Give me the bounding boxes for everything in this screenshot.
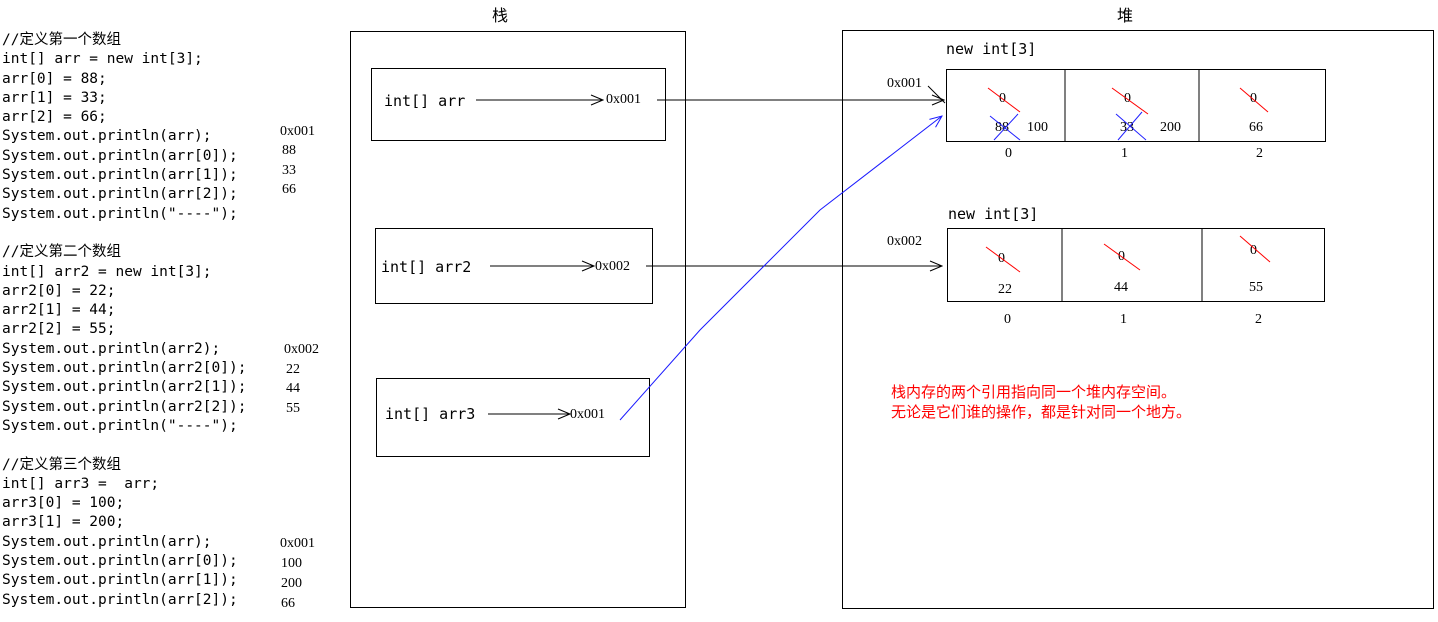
code-line: System.out.println(arr[2]); <box>2 591 238 608</box>
code-line: //定义第二个数组 <box>2 244 121 261</box>
code-line: arr2[0] = 22; <box>2 282 116 299</box>
explanation-line-1: 栈内存的两个引用指向同一个堆内存空间。 <box>891 383 1177 401</box>
output-arr-0: 88 <box>282 143 296 158</box>
code-line: System.out.println(arr[2]); <box>2 186 238 203</box>
output-arr3-2: 66 <box>281 596 295 611</box>
heap-array2 <box>947 228 1325 302</box>
cross-33-b <box>1117 111 1143 141</box>
code-listing: //定义第一个数组 int[] arr = new int[3]; arr[0] =… <box>2 31 246 610</box>
heap-array1-old-1: 33 <box>1120 120 1134 135</box>
code-line: arr3[1] = 200; <box>2 514 125 531</box>
heap-array1-header: new int[3] <box>946 40 1037 58</box>
heap-array2-value-1: 44 <box>1114 280 1128 295</box>
stack-var-arr3 <box>376 378 650 457</box>
heap-array1-index-1: 1 <box>1121 146 1128 161</box>
heap-array2-address: 0x002 <box>887 234 922 249</box>
code-line: arr[2] = 66; <box>2 109 107 126</box>
code-line: //定义第三个数组 <box>2 456 121 473</box>
reference-arr3-arrow <box>619 116 942 421</box>
code-line: System.out.println("----"); <box>2 417 238 434</box>
heap-array2-header: new int[3] <box>948 205 1039 223</box>
stack-title: 栈 <box>492 6 509 25</box>
heap-frame <box>842 30 1434 609</box>
code-line: System.out.println(arr[0]); <box>2 147 238 164</box>
cross-initial-0-a2 <box>985 246 1021 273</box>
heap-array1-initial-1: 0 <box>1124 91 1131 106</box>
cross-initial-0-a1 <box>987 87 1021 113</box>
code-line: //定义第一个数组 <box>2 32 121 48</box>
output-arr-2: 66 <box>282 182 296 197</box>
code-line: arr[0] = 88; <box>2 70 107 87</box>
heap-array1-address-pointer <box>927 85 946 104</box>
output-arr3-address: 0x001 <box>280 536 315 551</box>
output-arr-address: 0x001 <box>280 124 315 139</box>
heap-array2-index-2: 2 <box>1255 312 1262 327</box>
explanation-line-2: 无论是它们谁的操作，都是针对同一个地方。 <box>891 403 1192 421</box>
heap-array1-value-1: 200 <box>1160 120 1181 135</box>
code-line: System.out.println(arr); <box>2 533 212 550</box>
heap-array2-value-2: 55 <box>1249 280 1263 295</box>
heap-array1-old-0: 88 <box>995 120 1009 135</box>
code-line: System.out.println("----"); <box>2 205 238 222</box>
stack-var-arr-address: 0x001 <box>606 92 641 107</box>
code-line: int[] arr2 = new int[3]; <box>2 263 212 280</box>
cross-initial-1-a1 <box>1111 87 1149 115</box>
code-line: arr[1] = 33; <box>2 89 107 106</box>
cross-initial-2-a2 <box>1239 235 1271 263</box>
code-line: System.out.println(arr); <box>2 128 212 145</box>
heap-array2-value-0: 22 <box>998 282 1012 297</box>
heap-title: 堆 <box>1117 6 1134 25</box>
heap-array2-index-1: 1 <box>1120 312 1127 327</box>
heap-array1-value-2: 66 <box>1249 120 1263 135</box>
stack-var-arr3-address: 0x001 <box>570 407 605 422</box>
output-arr2-1: 44 <box>286 381 300 396</box>
code-line: arr3[0] = 100; <box>2 495 125 512</box>
output-arr3-0: 100 <box>281 556 302 571</box>
code-line: int[] arr3 = arr; <box>2 475 160 492</box>
code-line: System.out.println(arr2[1]); <box>2 379 247 396</box>
cross-initial-1-a2 <box>1103 243 1141 271</box>
code-line: System.out.println(arr2[2]); <box>2 398 247 415</box>
heap-array2-index-0: 0 <box>1004 312 1011 327</box>
output-arr2-address: 0x002 <box>284 342 319 357</box>
code-line: System.out.println(arr[1]); <box>2 167 238 184</box>
heap-array1-initial-2: 0 <box>1250 91 1257 106</box>
code-line: arr2[2] = 55; <box>2 321 116 338</box>
cross-initial-2-a1 <box>1239 87 1269 113</box>
heap-array2-initial-2: 0 <box>1250 243 1257 258</box>
stack-var-arr3-label: int[] arr3 <box>385 405 476 423</box>
stack-var-arr <box>371 68 666 141</box>
heap-array1-index-2: 2 <box>1256 146 1263 161</box>
cross-88-b <box>993 113 1019 141</box>
heap-array1 <box>946 69 1326 142</box>
output-arr2-2: 55 <box>286 401 300 416</box>
stack-frame <box>350 31 686 608</box>
stack-var-arr-label: int[] arr <box>384 92 466 110</box>
cross-33-a <box>1115 113 1147 141</box>
code-line: System.out.println(arr2); <box>2 340 221 357</box>
output-arr-1: 33 <box>282 163 296 178</box>
output-arr3-1: 200 <box>281 576 302 591</box>
heap-array1-value-0: 100 <box>1027 120 1048 135</box>
explanation-note: 栈内存的两个引用指向同一个堆内存空间。 无论是它们谁的操作，都是针对同一个地方。 <box>891 382 1191 422</box>
code-line: System.out.println(arr2[0]); <box>2 360 247 377</box>
code-line: System.out.println(arr[0]); <box>2 553 238 570</box>
heap-array1-index-0: 0 <box>1005 146 1012 161</box>
stack-var-arr2-label: int[] arr2 <box>381 258 472 276</box>
heap-array1-address: 0x001 <box>887 76 922 91</box>
code-line: int[] arr = new int[3]; <box>2 51 203 68</box>
output-arr2-0: 22 <box>286 362 300 377</box>
code-line: arr2[1] = 44; <box>2 302 116 319</box>
stack-var-arr2-address: 0x002 <box>595 259 630 274</box>
code-line: System.out.println(arr[1]); <box>2 572 238 589</box>
